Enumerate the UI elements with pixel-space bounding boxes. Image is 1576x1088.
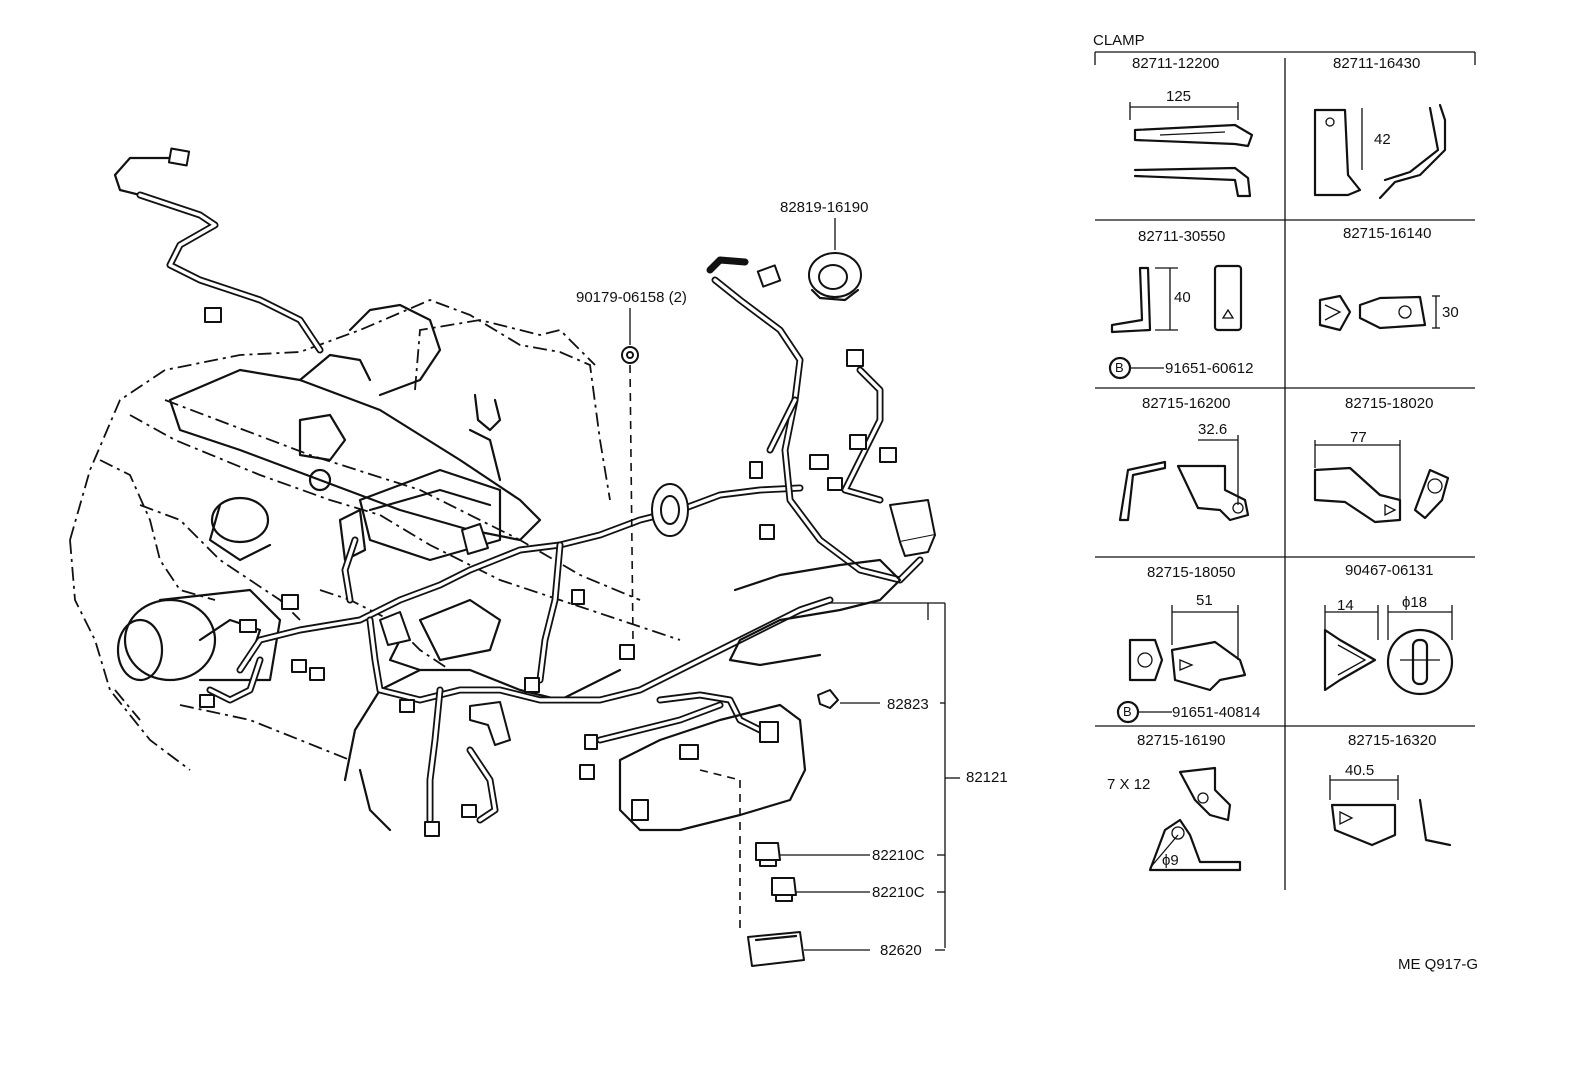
clamp-dimension: 77 (1350, 429, 1367, 446)
harness-connectors (167, 147, 936, 837)
clamp-82715-18020-drawing (1313, 440, 1450, 524)
clamp-dimension: 51 (1196, 592, 1213, 609)
clamp-82715-16320-drawing (1329, 775, 1452, 847)
clamp-dimension: 32.6 (1198, 421, 1228, 438)
clamp-table-grid (1094, 51, 1476, 890)
clamp-dimension: 125 (1166, 88, 1192, 105)
clamp-part-number: 82715-16320 (1348, 732, 1437, 749)
bolt-leader-line (1130, 367, 1164, 369)
clamp-82711-16430-drawing (1313, 103, 1447, 200)
clamp-82711-30550-drawing (1108, 264, 1243, 380)
clamp-82715-16140-drawing (1318, 294, 1440, 332)
clamp-part-number: 82715-18050 (1147, 564, 1236, 581)
clamp-dimension: 40.5 (1345, 762, 1375, 779)
clip-90179-06158-illustration (621, 308, 639, 641)
clamp-part-number: 82715-16140 (1343, 225, 1432, 242)
clip-part-label: 90179-06158 (2) (576, 289, 687, 306)
clamp-part-number: 82711-30550 (1138, 228, 1226, 245)
bolt-leader-line (1138, 711, 1172, 713)
relay-block-2-label: 82210C (872, 884, 925, 901)
wire-clamp-part-label: 82823 (887, 696, 929, 713)
relay-block-1-label: 82210C (872, 847, 925, 864)
bolt-marker: B (1123, 704, 1132, 719)
bolt-part-number: 91651-40814 (1172, 704, 1261, 721)
grommet-part-label: 82819-16190 (780, 199, 869, 216)
bolt-marker: B (1115, 360, 1124, 375)
clip-90467-06131-drawing (1323, 605, 1454, 696)
clamp-part-number: 90467-06131 (1345, 562, 1434, 579)
grommet-82819-16190-illustration (808, 218, 862, 302)
clamp-dimension: ϕ18 (1402, 594, 1428, 611)
clamp-82715-16200-drawing (1118, 435, 1250, 522)
bolt-part-number: 91651-60612 (1165, 360, 1254, 377)
junction-block-label: 82620 (880, 942, 922, 959)
wire-clamp-82823-illustration (817, 689, 880, 709)
harness-assy-bracket (830, 602, 960, 948)
engine-illustration (69, 299, 681, 832)
clamp-dimension: 14 (1337, 597, 1354, 614)
clamp-part-number: 82711-16430 (1333, 55, 1421, 72)
clamp-part-number: 82715-16190 (1137, 732, 1226, 749)
clamp-dimension: 40 (1174, 289, 1191, 306)
clamp-dimension: 42 (1374, 131, 1391, 148)
clamp-dimension: ϕ9 (1162, 852, 1179, 869)
clamp-dimension: 30 (1442, 304, 1459, 321)
clamp-table-title: CLAMP (1093, 32, 1145, 49)
clamp-82711-12200-drawing (1129, 102, 1254, 198)
clamp-part-number: 82715-18020 (1345, 395, 1434, 412)
clamp-part-number: 82711-12200 (1132, 55, 1220, 72)
relay-blocks-illustration (699, 702, 945, 967)
clamp-82715-16190-drawing (1148, 766, 1242, 872)
harness-wires (113, 156, 924, 824)
clamp-dimension: 7 X 12 (1107, 776, 1151, 793)
diagram-reference-code: ME Q917-G (1398, 956, 1479, 973)
clamp-part-number: 82715-16200 (1142, 395, 1231, 412)
harness-assy-part-label: 82121 (966, 769, 1008, 786)
